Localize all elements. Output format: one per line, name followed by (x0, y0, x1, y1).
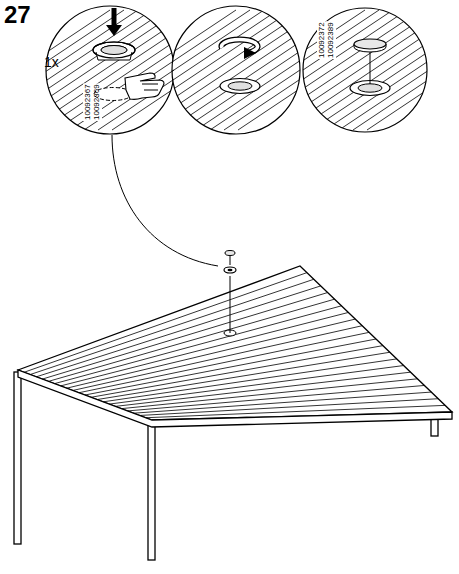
table-leg (14, 372, 21, 544)
plank-line (353, 10, 459, 130)
table-slat (134, 392, 432, 413)
table-slat (85, 339, 376, 395)
table-slat (61, 312, 349, 385)
plank-line (238, 10, 418, 130)
push-arrow (112, 8, 117, 26)
plank-line (269, 10, 449, 130)
hand (125, 73, 164, 99)
table-slat (36, 286, 320, 377)
cap-insert (350, 39, 390, 96)
plank-line (325, 10, 459, 130)
table-slat (146, 405, 445, 417)
plank-line (255, 10, 435, 130)
table-slat (128, 385, 425, 410)
plank-line (28, 10, 208, 130)
label-patch (317, 21, 327, 59)
plank-line (283, 10, 459, 130)
plank-line (126, 10, 306, 130)
plank-line (367, 10, 459, 130)
plank-line (339, 10, 459, 130)
push-arrow-head (106, 25, 122, 36)
plank-line (311, 10, 459, 130)
plank-line (210, 10, 390, 130)
quantity: 1x (44, 55, 59, 69)
plank-line (224, 10, 404, 130)
table (14, 266, 452, 560)
grommet-insert (93, 42, 135, 60)
grommet-rotate (220, 39, 260, 93)
plank-line (196, 10, 376, 130)
umbrella-hole (224, 251, 236, 337)
plank-line (182, 10, 362, 130)
plank-line (0, 10, 180, 130)
part-number: 10092389 (327, 22, 335, 58)
step-number: 27 (4, 3, 31, 27)
table-slat (140, 399, 438, 416)
leader-line (112, 135, 218, 266)
table-slat (55, 306, 342, 384)
plank-line (154, 10, 334, 130)
label-patch (326, 21, 336, 59)
table-slat (91, 346, 383, 398)
table-leg (148, 424, 155, 560)
plank-line (0, 10, 110, 130)
label-patch (83, 83, 93, 121)
plank-line (297, 10, 459, 130)
table-slat (122, 379, 418, 409)
label-patch (92, 83, 102, 121)
table-slat (24, 273, 307, 373)
plank-line (168, 10, 348, 130)
plank-line (0, 10, 166, 130)
part-number: 10092369 (93, 84, 101, 120)
table-slat (115, 372, 410, 406)
part-number: 10092367 (84, 84, 92, 120)
plank-line (140, 10, 320, 130)
table-slat (30, 279, 314, 374)
plank-line (14, 10, 194, 130)
table-slat (73, 326, 362, 391)
part-number: 10092372 (318, 22, 326, 58)
